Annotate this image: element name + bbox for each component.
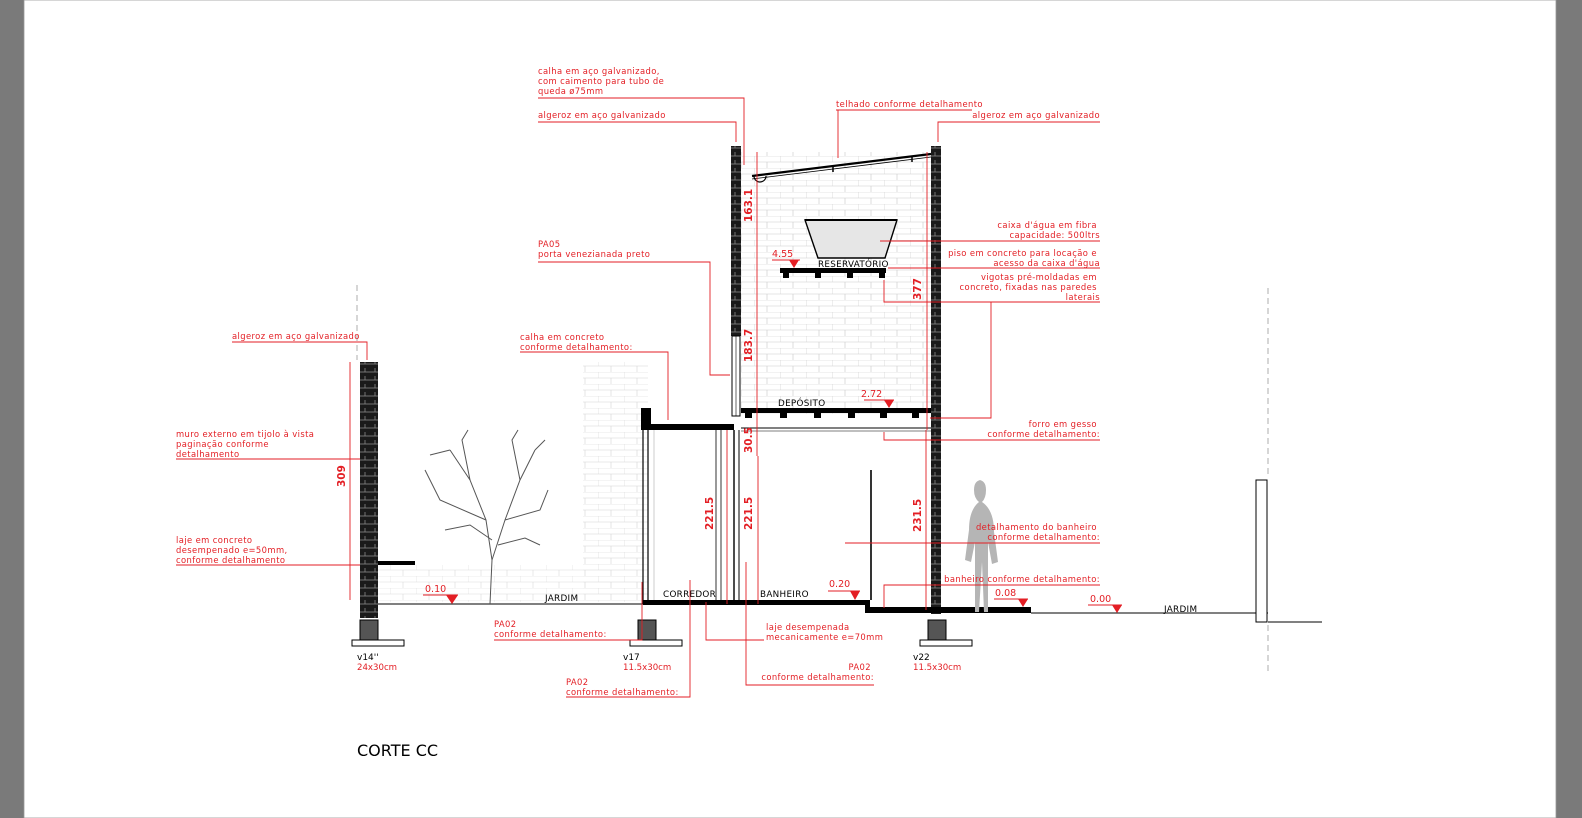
room-jardim-right: JARDIM	[1163, 605, 1197, 615]
note-pa02-a: PA02 conforme detalhamento:	[494, 619, 607, 639]
note-calha-concreto: calha em concreto conforme detalhamento:	[520, 332, 633, 352]
note-algeroz-right: algeroz em aço galvanizado	[972, 110, 1100, 120]
dim-231: 231.5	[912, 499, 924, 532]
note-algeroz-top: algeroz em aço galvanizado	[538, 110, 666, 120]
column-v14-name: v14''	[357, 653, 379, 663]
drawing-title: CORTE CC	[357, 741, 438, 760]
room-reservatorio: RESERVATÓRIO	[818, 258, 889, 270]
frame-bar-right	[1556, 0, 1582, 818]
note-det-banheiro: detalhamento do banheiro conforme detalh…	[976, 522, 1100, 542]
person-silhouette	[965, 480, 998, 612]
corridor-slab	[648, 424, 734, 430]
tower-wall-right	[931, 146, 941, 614]
note-forro: forro em gesso conforme detalhamento:	[987, 419, 1100, 439]
note-caixa-agua: caixa d'água em fibra capacidade: 500ltr…	[997, 220, 1100, 240]
note-laje-left: laje em concreto desempenado e=50mm, con…	[176, 535, 291, 565]
column-v22-size: 11.5x30cm	[913, 663, 961, 673]
note-banheiro-det: banheiro conforme detalhamento:	[944, 574, 1100, 584]
note-muro: muro externo em tijolo à vista paginação…	[176, 429, 317, 459]
dim-183: 183.7	[743, 329, 755, 362]
roof-line	[751, 152, 932, 178]
note-calha-aco: calha em aço galvanizado, com caimento p…	[538, 66, 667, 96]
note-pa05: PA05 porta venezianada preto	[538, 239, 650, 259]
note-piso-concreto: piso em concreto para locação e acesso d…	[948, 248, 1100, 268]
tank-slab	[780, 268, 886, 273]
water-tank	[804, 219, 898, 259]
room-banheiro: BANHEIRO	[760, 590, 809, 600]
level-010: 0.10	[425, 584, 446, 595]
dim-221-a: 221.5	[704, 497, 716, 530]
garden-brick-wall	[583, 362, 648, 602]
level-marker-010	[423, 594, 458, 604]
garden-wall-v14	[360, 362, 378, 618]
floor-slab	[643, 600, 865, 605]
level-marker-000	[1088, 604, 1122, 613]
level-272: 2.72	[861, 389, 882, 400]
level-marker-272	[864, 399, 894, 408]
column-v22-name: v22	[913, 653, 930, 663]
level-marker-020	[828, 590, 860, 600]
dim-377: 377	[912, 278, 924, 300]
deposit-slab	[741, 408, 931, 413]
dim-221-b: 221.5	[743, 497, 755, 530]
level-marker-008	[994, 598, 1028, 607]
dim-163: 163.1	[743, 189, 755, 222]
room-jardim-left: JARDIM	[544, 594, 578, 604]
note-pa02-c: PA02 conforme detalhamento:	[566, 677, 679, 697]
tower-brick-wall	[741, 152, 931, 414]
dim-30: 30.5	[743, 427, 755, 453]
column-v17-size: 11.5x30cm	[623, 663, 671, 673]
dim-309: 309	[336, 465, 348, 487]
room-deposito: DEPÓSITO	[778, 397, 825, 409]
note-algeroz-left: algeroz em aço galvanizado	[232, 331, 360, 341]
level-455: 4.55	[772, 249, 793, 260]
level-000: 0.00	[1090, 594, 1111, 605]
room-corredor: CORREDOR	[663, 590, 716, 600]
tower-wall-left	[731, 146, 741, 336]
note-telhado: telhado conforme detalhamento	[836, 99, 983, 109]
note-vigotas: vigotas pré-moldadas em concreto, fixada…	[960, 272, 1100, 302]
column-v14-size: 24x30cm	[357, 663, 397, 673]
level-008: 0.08	[995, 588, 1016, 599]
level-020: 0.20	[829, 579, 850, 590]
frame-bar-left	[0, 0, 24, 818]
level-marker-455	[772, 259, 800, 268]
garden-low-wall	[378, 565, 583, 602]
tree-illustration	[424, 429, 549, 605]
note-laje-mec: laje desempenada mecanicamente e=70mm	[766, 622, 883, 642]
note-pa02-b: PA02 conforme detalhamento:	[761, 662, 874, 682]
column-v17-name: v17	[623, 653, 640, 663]
